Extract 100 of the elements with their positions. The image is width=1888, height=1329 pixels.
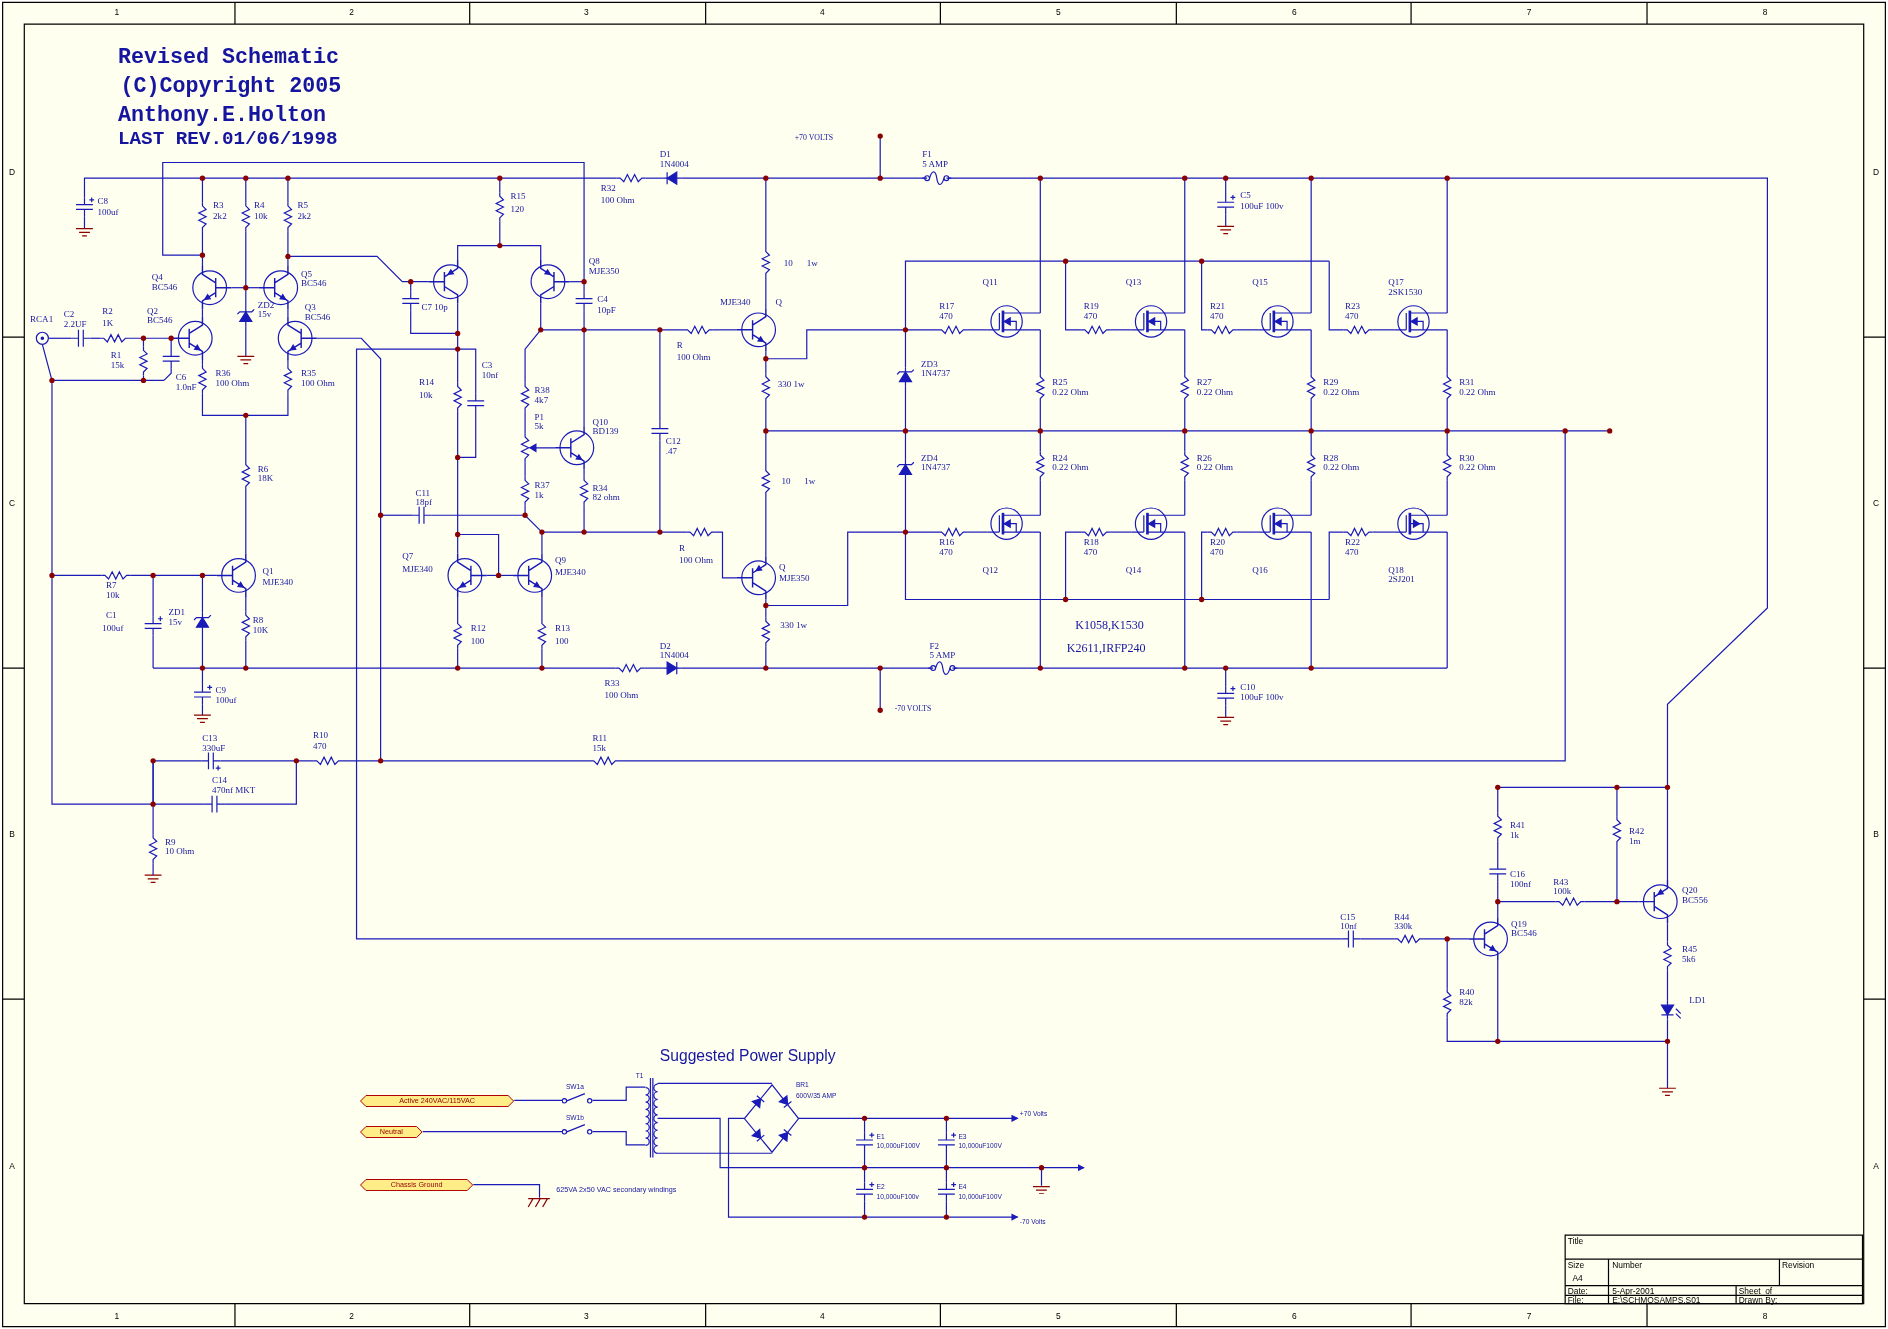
part-label: 100uf (102, 624, 124, 634)
part-number-note: K2611,IRFP240 (1066, 641, 1146, 654)
part-label: 100 Ohm (676, 353, 711, 363)
part-label: 0.22 Ohm (1196, 463, 1233, 473)
part-label: 5 AMP (929, 651, 956, 661)
part-label: 0.22 Ohm (1052, 388, 1089, 398)
part-label: 10K (252, 626, 269, 636)
part-label: R21 (1210, 302, 1226, 312)
part-label: 330 1w (777, 380, 805, 390)
part-label: 100 Ohm (301, 379, 335, 389)
part-label: R34 (592, 484, 608, 494)
part-label: R (679, 544, 686, 554)
part-label: R11 (592, 734, 608, 744)
part-label: R4 (254, 201, 265, 211)
part-label: 0.22 Ohm (1323, 388, 1360, 398)
part-label: Q10 (592, 418, 608, 428)
part-label: 100uF 100v (1240, 693, 1284, 703)
part-label: 1w (806, 259, 818, 269)
part-label: 100 (470, 637, 485, 647)
part-label: R30 (1459, 454, 1475, 464)
part-label: C10 (1240, 683, 1256, 693)
part-label: 330 1w (780, 621, 808, 631)
part-label: R5 (297, 201, 308, 211)
title-block-text: A4 (1572, 1273, 1583, 1282)
part-label: C8 (97, 197, 109, 207)
part-label: R22 (1344, 538, 1360, 548)
part-label: R12 (470, 624, 486, 634)
grid-reference: 7 (1526, 1311, 1532, 1321)
part-label: Q14 (1125, 566, 1142, 576)
grid-reference: C (9, 499, 16, 508)
part-label: 2SJ201 (1388, 575, 1415, 585)
part-label: 100uf (215, 696, 237, 706)
part-label: 0.22 Ohm (1459, 388, 1496, 398)
part-label: 10 (781, 477, 791, 487)
part-label: 100 Ohm (600, 196, 635, 206)
part-label: 10k (105, 591, 120, 601)
part-label: 2SK1530 (1388, 288, 1423, 298)
bridge-rectifier-symbol (741, 1080, 838, 1155)
part-label: C13 (202, 734, 218, 744)
part-label: Q15 (1252, 278, 1268, 288)
grid-reference: 3 (584, 7, 589, 17)
part-label: C3 (481, 361, 493, 371)
part-label: 0.22 Ohm (1459, 463, 1496, 473)
part-label: R16 (939, 538, 955, 548)
part-label: 0.22 Ohm (1196, 388, 1233, 398)
part-label: 18K (257, 474, 274, 484)
part-label: 1K (102, 319, 114, 329)
part-label: 470 (939, 548, 953, 558)
part-label: R1 (110, 351, 122, 361)
part-label: MJE340 (720, 298, 751, 308)
part-label: D2 (659, 642, 671, 652)
part-label: 100 Ohm (679, 556, 713, 566)
part-label: R32 (600, 184, 616, 194)
part-label: Q16 (1252, 566, 1268, 576)
grid-reference: D (9, 167, 16, 177)
part-label: 10 Ohm (164, 847, 195, 857)
part-label: MJE340 (402, 565, 433, 575)
part-label: MJE340 (262, 578, 294, 588)
part-label: C4 (597, 295, 608, 305)
part-label: ZD4 (921, 454, 938, 464)
part-label: R13 (555, 624, 571, 634)
part-label: R26 (1196, 454, 1212, 464)
part-label: R9 (164, 838, 176, 848)
part-label: Q17 (1388, 278, 1404, 288)
part-label: Q20 (1682, 886, 1698, 896)
part-label: 470 (1210, 548, 1224, 558)
part-label: R6 (257, 465, 269, 475)
title-block-text: Sheet (1738, 1286, 1761, 1295)
part-label: Q5 (301, 270, 313, 280)
wire (656, 1117, 1043, 1187)
port-tag (360, 1125, 423, 1138)
part-label: MJE340 (555, 568, 586, 578)
part-label: ZD3 (921, 360, 938, 370)
part-label: Q7 (402, 552, 414, 562)
part-label: C15 (1340, 913, 1356, 922)
part-label: R41 (1509, 821, 1525, 831)
part-label: MJE350 (588, 267, 620, 277)
title-block-text: Title (1567, 1237, 1584, 1246)
part-label: C5 (1240, 191, 1251, 201)
part-label: Q1 (262, 567, 274, 577)
part-label: C12 (665, 437, 681, 447)
part-label: 5k6 (1682, 955, 1696, 965)
grid-reference: B (1873, 830, 1879, 839)
part-label: R10 (313, 731, 329, 741)
heading-text: LAST REV.01/06/1998 (118, 130, 338, 150)
part-label: R14 (419, 378, 435, 388)
part-label: R8 (252, 616, 264, 626)
part-label: R36 (215, 369, 231, 379)
part-label: R3 (213, 201, 224, 211)
part-label: 18pf (415, 498, 432, 508)
wire (591, 1131, 647, 1146)
part-label: BC546 (146, 316, 173, 326)
part-label: BC546 (304, 313, 331, 323)
part-label: 2.2UF (63, 320, 87, 330)
part-label: ZD1 (168, 608, 186, 618)
wire (656, 1082, 773, 1084)
part-label: ZD2 (257, 301, 275, 311)
part-label: 2k2 (297, 212, 311, 222)
title-block-text: File: (1567, 1296, 1584, 1305)
part-label: C16 (1509, 870, 1525, 880)
